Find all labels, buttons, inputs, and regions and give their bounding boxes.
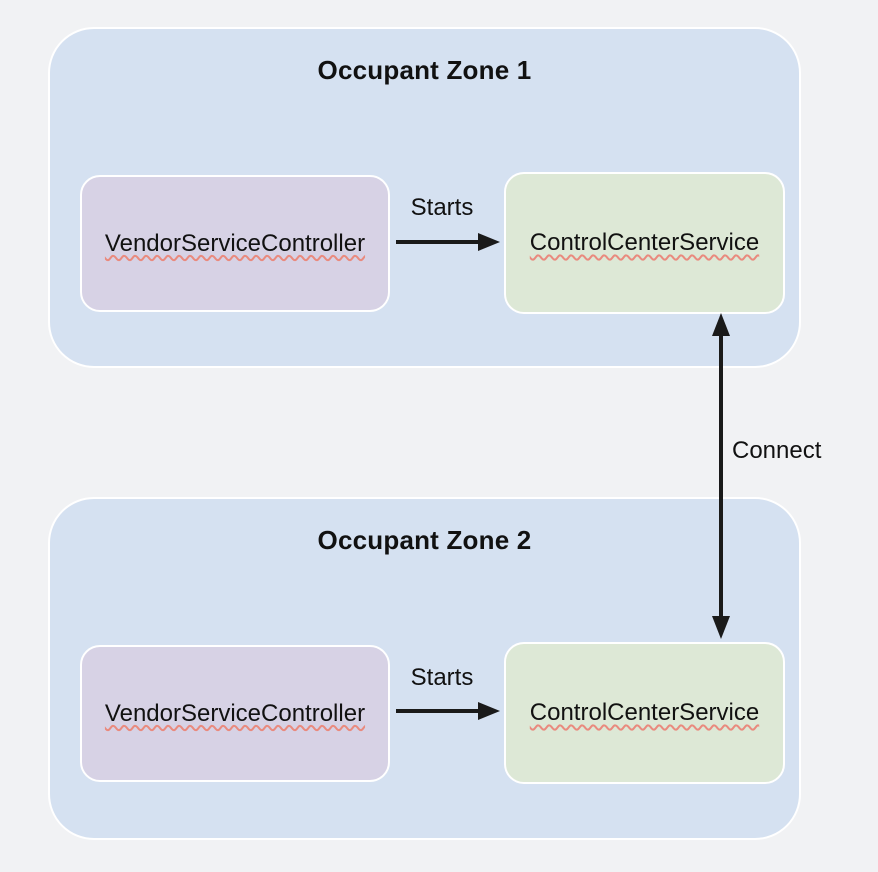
zone-2-title: Occupant Zone 2 bbox=[317, 525, 532, 555]
zone-1-vendor-node-label: VendorServiceController bbox=[104, 229, 366, 257]
zone-2-control-center-service-node: ControlCenterService bbox=[504, 642, 785, 784]
zone-2-vendor-node-label: VendorServiceController bbox=[104, 699, 366, 727]
zone-2-starts-label: Starts bbox=[410, 664, 474, 691]
connect-label: Connect bbox=[732, 437, 822, 464]
zone-2-control-node-label: ControlCenterService bbox=[529, 699, 760, 726]
zone-1-control-node-label: ControlCenterService bbox=[529, 229, 760, 256]
zone-1-title: Occupant Zone 1 bbox=[317, 55, 532, 85]
occupant-zone-1: Occupant Zone 1 VendorServiceController … bbox=[48, 27, 801, 368]
zone-1-starts-label: Starts bbox=[410, 194, 474, 221]
zone-1-control-center-service-node: ControlCenterService bbox=[504, 172, 785, 314]
occupant-zone-2: Occupant Zone 2 VendorServiceController … bbox=[48, 497, 801, 840]
zone-1-vendor-service-controller-node: VendorServiceController bbox=[80, 175, 390, 312]
zone-2-vendor-service-controller-node: VendorServiceController bbox=[80, 645, 390, 782]
